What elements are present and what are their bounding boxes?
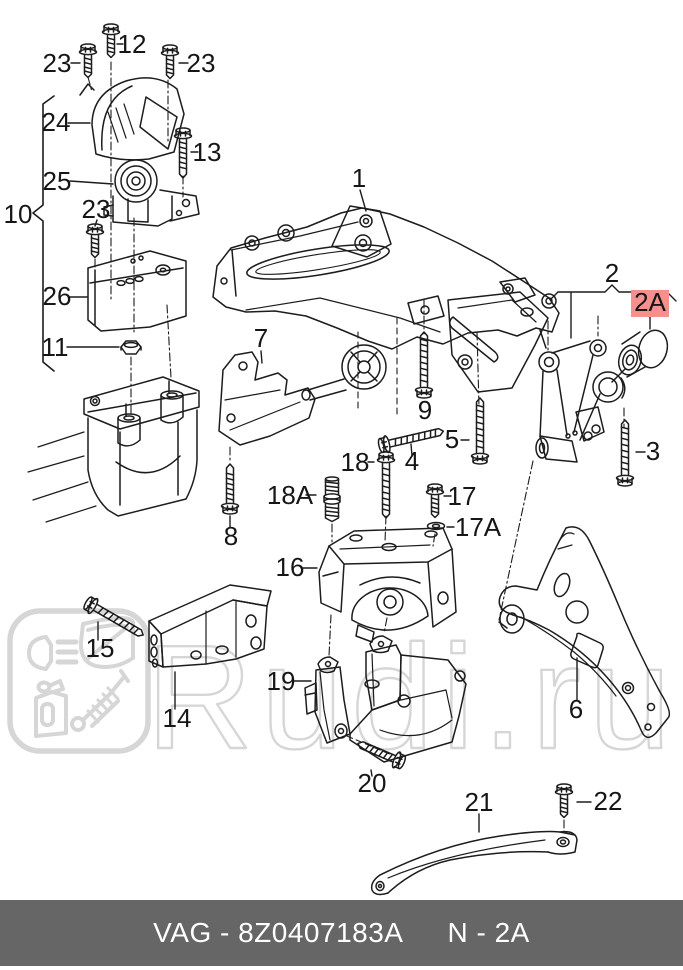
callout-23-top-right[interactable]: 23 [187, 48, 216, 78]
construction-dashes [346, 317, 398, 756]
bolt-23a-drawing [78, 43, 98, 79]
callouts: 1 2 2A 3 4 5 6 7 8 9 10 11 12 13 14 15 1… [4, 29, 669, 817]
callout-22[interactable]: 22 [594, 786, 623, 816]
watermark-badge [7, 608, 151, 754]
callout-23-top-left[interactable]: 23 [43, 48, 72, 78]
control-arm-drawing [498, 526, 671, 739]
callout-2a[interactable]: 2A [634, 287, 666, 317]
callout-25[interactable]: 25 [43, 166, 72, 196]
callout-7[interactable]: 7 [254, 323, 268, 353]
callout-17[interactable]: 17 [448, 481, 477, 511]
bolt-8-drawing [220, 463, 240, 515]
callout-4[interactable]: 4 [405, 446, 419, 476]
callout-13[interactable]: 13 [193, 137, 222, 167]
gearbox-mount-drawing [27, 376, 200, 523]
mount-19-drawing [304, 635, 467, 763]
bolt-17-drawing [425, 483, 445, 519]
callout-19[interactable]: 19 [267, 666, 296, 696]
callout-12[interactable]: 12 [118, 29, 147, 59]
strut-21-drawing [370, 830, 578, 896]
bracket-14-drawing [148, 584, 272, 668]
hex-nut-drawing [120, 340, 142, 355]
callout-8[interactable]: 8 [224, 521, 238, 551]
callout-18[interactable]: 18 [341, 447, 370, 477]
callout-1[interactable]: 1 [352, 163, 366, 193]
mount-cover-drawing [79, 77, 185, 161]
callout-3[interactable]: 3 [646, 436, 660, 466]
support-bracket-drawing [87, 250, 187, 332]
mount-bracket-16-drawing [318, 527, 457, 643]
bracket-7-drawing [218, 351, 316, 446]
callout-23-middle[interactable]: 23 [82, 194, 111, 224]
footer-section-code: N - 2A [447, 917, 530, 948]
dogbone-mount-drawing [301, 344, 387, 401]
callout-6[interactable]: 6 [569, 694, 583, 724]
leader-lines [66, 43, 677, 833]
callout-5[interactable]: 5 [445, 424, 459, 454]
bolt-13-drawing [173, 127, 193, 179]
stud-18a-drawing [323, 476, 341, 523]
callout-16[interactable]: 16 [276, 552, 305, 582]
shock-absorber-icon [70, 669, 130, 732]
callout-21[interactable]: 21 [465, 787, 494, 817]
callout-20[interactable]: 20 [358, 768, 387, 798]
bolt-22-drawing [554, 783, 574, 819]
footer-bar: VAG - 8Z0407183A N - 2A [0, 900, 683, 966]
callout-2[interactable]: 2 [605, 258, 619, 288]
callout-11[interactable]: 11 [42, 332, 69, 362]
bolt-5-drawing [470, 397, 490, 465]
oil-canister-icon [34, 679, 68, 738]
bushing-2a-drawing [611, 329, 669, 383]
centerlines [87, 61, 625, 837]
washer-17a-drawing [426, 521, 446, 531]
exploded-parts-diagram: Rudi.ru [4, 23, 677, 896]
callout-17a[interactable]: 17A [455, 512, 502, 542]
bolt-3-drawing [615, 419, 635, 487]
bolt-23b-drawing [160, 44, 180, 80]
bolt-18-drawing [376, 451, 396, 519]
callout-24[interactable]: 24 [42, 107, 71, 137]
callout-15[interactable]: 15 [86, 633, 115, 663]
group-brace-10 [32, 95, 55, 372]
footer-catalog-code: VAG - 8Z0407183A [153, 917, 404, 948]
callout-10[interactable]: 10 [4, 199, 33, 229]
bolt-23c-drawing [85, 223, 105, 259]
callout-26[interactable]: 26 [43, 281, 72, 311]
subframe-drawing [212, 205, 560, 393]
pendulum-bracket-drawing [498, 339, 626, 629]
engine-mount-drawing [103, 159, 200, 227]
callout-9[interactable]: 9 [418, 395, 432, 425]
callout-18a[interactable]: 18A [267, 480, 314, 510]
callout-14[interactable]: 14 [163, 703, 192, 733]
callout-2a-highlight[interactable] [631, 290, 669, 317]
bolt-9-drawing [414, 331, 434, 399]
headlight-icon [27, 635, 79, 671]
